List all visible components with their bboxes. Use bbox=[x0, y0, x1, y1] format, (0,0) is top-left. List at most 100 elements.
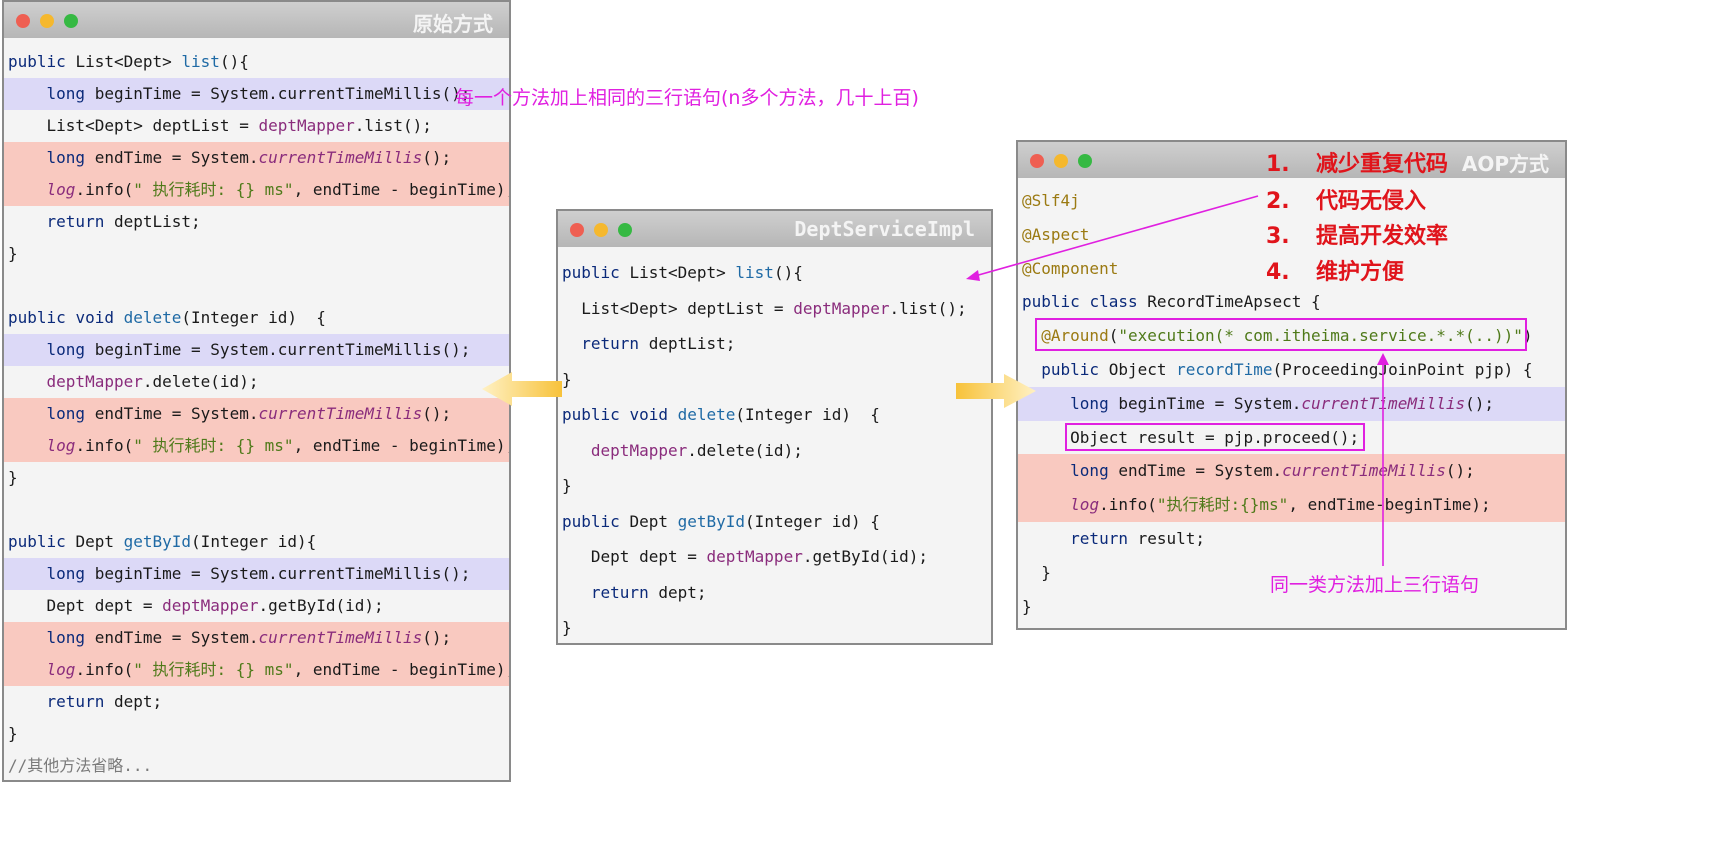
code-line: } bbox=[558, 362, 991, 398]
code-token: beginTime = System.currentTimeMillis(); bbox=[94, 84, 471, 103]
code-line: } bbox=[558, 468, 991, 504]
code-token: } bbox=[1022, 562, 1051, 582]
around-annotation-box bbox=[1035, 318, 1527, 351]
code-token: (){ bbox=[773, 263, 803, 282]
minimize-button[interactable] bbox=[1054, 154, 1068, 168]
maximize-button[interactable] bbox=[64, 14, 78, 28]
code-token: return bbox=[8, 212, 114, 231]
benefit-item: 3.提高开发效率 bbox=[1266, 224, 1449, 249]
code-token: //其他方法省略... bbox=[8, 756, 153, 775]
left-window-title: 原始方式 bbox=[413, 12, 493, 36]
code-token: delete bbox=[123, 308, 182, 327]
code-token: .delete(id); bbox=[142, 372, 259, 391]
code-token: long bbox=[8, 628, 95, 647]
code-line: deptMapper.delete(id); bbox=[4, 366, 509, 398]
code-line: List<Dept> deptList = deptMapper.list(); bbox=[4, 110, 509, 142]
code-line: List<Dept> deptList = deptMapper.list(); bbox=[558, 291, 991, 327]
code-line: } bbox=[558, 610, 991, 643]
code-line: long beginTime = System.currentTimeMilli… bbox=[4, 78, 509, 110]
code-line: return result; bbox=[1018, 522, 1565, 556]
code-token: log bbox=[46, 180, 76, 199]
code-token: (); bbox=[422, 628, 452, 647]
close-button[interactable] bbox=[570, 223, 584, 237]
code-token: .info( bbox=[75, 436, 134, 455]
close-button[interactable] bbox=[1030, 154, 1044, 168]
code-token: public bbox=[562, 511, 630, 531]
code-token: .info( bbox=[1099, 495, 1157, 515]
code-token: long bbox=[8, 340, 95, 359]
code-token: public bbox=[8, 52, 76, 71]
code-token: public bbox=[8, 308, 76, 327]
code-token: Dept dept = bbox=[8, 596, 163, 615]
code-token: class bbox=[1089, 292, 1148, 312]
code-token: public bbox=[8, 532, 76, 551]
left-arrow-icon bbox=[482, 372, 562, 406]
minimize-button[interactable] bbox=[594, 223, 608, 237]
code-token: deptList; bbox=[113, 212, 201, 231]
code-token: List<Dept> bbox=[75, 52, 182, 71]
close-button[interactable] bbox=[16, 14, 30, 28]
code-token: .info( bbox=[75, 180, 134, 199]
code-token: getById bbox=[123, 532, 192, 551]
code-line: long beginTime = System.currentTimeMilli… bbox=[4, 558, 509, 590]
code-token: long bbox=[8, 404, 95, 423]
code-token: long bbox=[8, 148, 95, 167]
code-token: long bbox=[1022, 393, 1119, 413]
code-token: endTime = System. bbox=[94, 148, 259, 167]
code-token: getById bbox=[677, 511, 746, 531]
right-window-titlebar: AOP方式 bbox=[1018, 142, 1565, 178]
code-token: long bbox=[8, 84, 95, 103]
code-token: " 执行耗时: {} ms" bbox=[133, 180, 294, 199]
code-line: Dept dept = deptMapper.getById(id); bbox=[558, 539, 991, 575]
code-line: deptMapper.delete(id); bbox=[558, 433, 991, 469]
repeat-statements-note: 每一个方法加上相同的三行语句(n多个方法，几十上百) bbox=[455, 87, 919, 109]
code-line: } bbox=[4, 718, 509, 750]
code-token: (Integer id) { bbox=[735, 405, 880, 424]
code-line: long endTime = System.currentTimeMillis(… bbox=[4, 142, 509, 174]
benefit-item: 4.维护方便 bbox=[1266, 260, 1405, 285]
code-token: recordTime bbox=[1176, 360, 1273, 379]
code-line: public List<Dept> list(){ bbox=[558, 255, 991, 291]
code-token: public bbox=[562, 405, 630, 424]
code-line: log.info(" 执行耗时: {} ms", endTime - begin… bbox=[4, 654, 509, 686]
code-token: log bbox=[1070, 495, 1100, 515]
code-token: void bbox=[629, 405, 678, 424]
code-token: public bbox=[562, 263, 630, 282]
code-line: } bbox=[4, 462, 509, 494]
code-token: (); bbox=[1465, 393, 1495, 413]
code-token: .getById(id); bbox=[258, 596, 384, 615]
benefit-item: 2.代码无侵入 bbox=[1266, 189, 1427, 214]
code-token: currentTimeMillis bbox=[258, 148, 423, 167]
code-line: //其他方法省略... bbox=[4, 750, 509, 780]
code-line: log.info(" 执行耗时: {} ms", endTime - begin… bbox=[4, 174, 509, 206]
code-token: deptMapper bbox=[46, 372, 143, 391]
code-line: long beginTime = System.currentTimeMilli… bbox=[4, 334, 509, 366]
code-token: " 执行耗时: {} ms" bbox=[133, 436, 294, 455]
code-token: (ProceedingJoinPoint pjp) { bbox=[1272, 360, 1533, 379]
code-token: ) bbox=[1522, 326, 1533, 346]
pointer-arrow-line bbox=[974, 195, 1259, 277]
code-token: return bbox=[1022, 529, 1138, 548]
code-token: RecordTimeApsect { bbox=[1147, 292, 1321, 312]
left-window-titlebar: 原始方式 bbox=[4, 2, 509, 38]
code-token: (Integer id) { bbox=[181, 308, 326, 327]
proceed-call-box bbox=[1065, 423, 1365, 451]
code-token: deptList; bbox=[648, 334, 736, 353]
right-window-title: AOP方式 bbox=[1461, 152, 1549, 176]
code-line: public List<Dept> list(){ bbox=[4, 46, 509, 78]
code-token: (Integer id) { bbox=[745, 511, 880, 531]
code-token: Object bbox=[1108, 360, 1177, 379]
code-token: public bbox=[1022, 360, 1109, 379]
maximize-button[interactable] bbox=[618, 223, 632, 237]
code-token: long bbox=[8, 564, 95, 583]
code-token: (); bbox=[422, 404, 452, 423]
minimize-button[interactable] bbox=[40, 14, 54, 28]
code-token: @Around bbox=[1041, 326, 1109, 346]
maximize-button[interactable] bbox=[1078, 154, 1092, 168]
code-token: dept; bbox=[113, 692, 163, 711]
code-token: @Slf4j bbox=[1022, 191, 1080, 210]
code-token: .list(); bbox=[354, 116, 432, 135]
code-token: deptMapper bbox=[590, 440, 688, 460]
code-token: (){ bbox=[219, 52, 249, 71]
